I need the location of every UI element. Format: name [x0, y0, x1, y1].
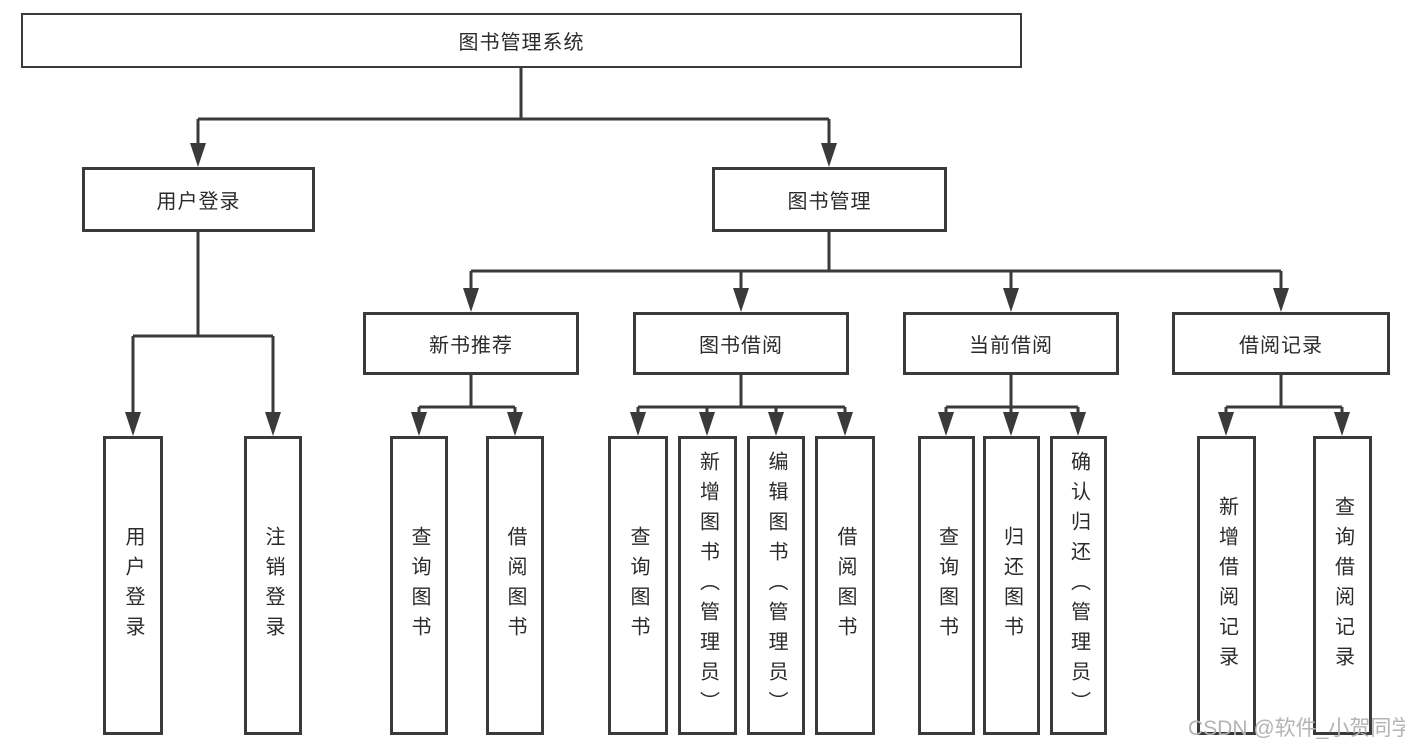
connector-book-borrowing-branch [630, 375, 853, 436]
node-current-borrowing-label: 当前借阅 [969, 335, 1053, 357]
node-leaf-logout-label: 注销登录 [262, 525, 284, 646]
arrowhead-icon [190, 143, 206, 167]
node-leaf-borrow-books-borrowing: 借阅图书 [815, 436, 875, 735]
connector-line [417, 375, 517, 414]
arrowhead-icon [463, 288, 479, 312]
connector-line [636, 375, 847, 414]
node-library-system-label: 图书管理系统 [458, 32, 585, 54]
connector-book-management-branch [463, 232, 1289, 312]
arrowhead-icon [768, 412, 784, 436]
node-leaf-return-books: 归还图书 [983, 436, 1040, 735]
node-book-borrowing-label: 图书借阅 [699, 335, 783, 357]
node-leaf-query-borrow-record-label: 查询借阅记录 [1331, 495, 1354, 676]
connector-line [469, 232, 1283, 290]
connector-line [944, 375, 1080, 414]
connector-line [131, 232, 275, 414]
node-leaf-logout: 注销登录 [244, 436, 302, 735]
node-leaf-add-borrow-record-label: 新增借阅记录 [1215, 495, 1238, 676]
connector-root-to-level2 [190, 68, 837, 167]
node-leaf-add-borrow-record: 新增借阅记录 [1197, 436, 1256, 735]
node-leaf-query-books-current-label: 查询图书 [935, 525, 958, 646]
node-leaf-query-books-borrowing-label: 查询图书 [627, 525, 649, 646]
csdn-watermark: CSDN @软件_小贺同学 [1188, 717, 1405, 740]
arrowhead-icon [699, 412, 715, 436]
arrowhead-icon [125, 412, 141, 436]
arrowhead-icon [1334, 412, 1350, 436]
connector-current-borrowing-branch [938, 375, 1086, 436]
node-leaf-query-books-borrowing: 查询图书 [608, 436, 668, 735]
arrowhead-icon [1003, 412, 1019, 436]
arrowhead-icon [733, 288, 749, 312]
node-user-login-module-label: 用户登录 [156, 191, 241, 213]
node-leaf-return-books-label: 归还图书 [1000, 525, 1023, 646]
connector-borrowing-records-branch [1218, 375, 1350, 436]
node-leaf-user-login: 用户登录 [103, 436, 163, 735]
node-book-management-module: 图书管理 [712, 167, 947, 232]
node-leaf-edit-books-admin: 编辑图书（管理员） [747, 436, 805, 735]
node-leaf-confirm-return-admin-label: 确认归还（管理员） [1067, 450, 1090, 721]
node-leaf-add-books-admin: 新增图书（管理员） [678, 436, 737, 735]
arrowhead-icon [1218, 412, 1234, 436]
arrowhead-icon [507, 412, 523, 436]
arrowhead-icon [1003, 288, 1019, 312]
arrowhead-icon [411, 412, 427, 436]
arrowhead-icon [938, 412, 954, 436]
node-library-system: 图书管理系统 [21, 13, 1022, 68]
node-leaf-query-borrow-record: 查询借阅记录 [1313, 436, 1372, 735]
node-new-book-recommendation-label: 新书推荐 [429, 335, 513, 357]
node-current-borrowing: 当前借阅 [903, 312, 1119, 375]
arrowhead-icon [821, 143, 837, 167]
connector-user-login-branch [125, 232, 281, 436]
node-book-management-module-label: 图书管理 [787, 191, 872, 213]
node-borrowing-records-label: 借阅记录 [1239, 335, 1323, 357]
node-leaf-query-books-current: 查询图书 [918, 436, 975, 735]
arrowhead-icon [630, 412, 646, 436]
node-leaf-user-login-label: 用户登录 [122, 525, 144, 646]
node-leaf-borrow-books-recommend-label: 借阅图书 [504, 525, 526, 646]
node-leaf-borrow-books-borrowing-label: 借阅图书 [834, 525, 856, 646]
node-leaf-confirm-return-admin: 确认归还（管理员） [1050, 436, 1107, 735]
arrowhead-icon [1070, 412, 1086, 436]
node-leaf-edit-books-admin-label: 编辑图书（管理员） [765, 450, 787, 721]
connector-new-book-recommendation-branch [411, 375, 523, 436]
node-leaf-add-books-admin-label: 新增图书（管理员） [696, 450, 719, 721]
node-leaf-borrow-books-recommend: 借阅图书 [486, 436, 544, 735]
node-new-book-recommendation: 新书推荐 [363, 312, 579, 375]
connector-line [1224, 375, 1344, 414]
node-leaf-query-books-recommend: 查询图书 [390, 436, 448, 735]
arrowhead-icon [1273, 288, 1289, 312]
node-book-borrowing: 图书借阅 [633, 312, 849, 375]
node-leaf-query-books-recommend-label: 查询图书 [408, 525, 430, 646]
arrowhead-icon [837, 412, 853, 436]
arrowhead-icon [265, 412, 281, 436]
connector-line [196, 68, 831, 145]
node-user-login-module: 用户登录 [82, 167, 315, 232]
node-borrowing-records: 借阅记录 [1172, 312, 1390, 375]
